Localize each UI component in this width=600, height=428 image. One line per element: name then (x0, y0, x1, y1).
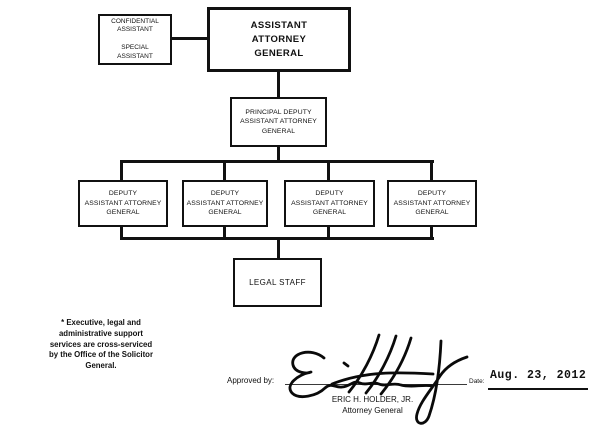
date-value: Aug. 23, 2012 (490, 369, 587, 382)
connector-stub-deputy-4-bottom (430, 226, 433, 240)
connector-principal-to-bus (277, 146, 280, 163)
connector-stub-deputy-3-bottom (327, 226, 330, 240)
signatory-name: ERIC H. HOLDER, JR. (331, 395, 414, 404)
org-box-assistant-attorney-general: ASSISTANT ATTORNEY GENERAL (207, 7, 351, 72)
org-box-label: DEPUTY ASSISTANT ATTORNEY GENERAL (393, 190, 471, 217)
date-label: Date: (469, 378, 485, 385)
connector-aag-to-principal (277, 71, 280, 97)
org-box-confidential-special-assistant: CONFIDENTIAL ASSISTANT SPECIAL ASSISTANT (98, 14, 172, 65)
connector-bottom-bus (120, 237, 434, 240)
footnote: * Executive, legal and administrative su… (49, 318, 153, 371)
org-box-label: DEPUTY ASSISTANT ATTORNEY GENERAL (291, 190, 368, 217)
connector-stub-deputy-1-top (120, 161, 123, 181)
signatory-title: Attorney General (342, 406, 403, 415)
connector-stub-deputy-2-bottom (223, 226, 226, 240)
org-box-deputy-aag-2: DEPUTY ASSISTANT ATTORNEY GENERAL (182, 180, 268, 227)
org-box-deputy-aag-1: DEPUTY ASSISTANT ATTORNEY GENERAL (78, 180, 168, 227)
connector-assistant-to-aag (172, 37, 207, 40)
connector-top-bus (120, 160, 434, 163)
org-box-label: ASSISTANT ATTORNEY GENERAL (250, 19, 308, 59)
org-box-label: DEPUTY ASSISTANT ATTORNEY GENERAL (186, 190, 264, 217)
org-box-principal-deputy-aag: PRINCIPAL DEPUTY ASSISTANT ATTORNEY GENE… (230, 97, 327, 147)
connector-stub-deputy-3-top (327, 161, 330, 181)
org-box-deputy-aag-3: DEPUTY ASSISTANT ATTORNEY GENERAL (284, 180, 375, 227)
approved-by-label: Approved by: (227, 376, 275, 385)
org-box-label: CONFIDENTIAL ASSISTANT SPECIAL ASSISTANT (111, 17, 159, 60)
org-box-deputy-aag-4: DEPUTY ASSISTANT ATTORNEY GENERAL (387, 180, 477, 227)
connector-bus-to-legal-staff (277, 239, 280, 258)
connector-stub-deputy-2-top (223, 161, 226, 181)
connector-stub-deputy-4-top (430, 161, 433, 181)
org-box-label: DEPUTY ASSISTANT ATTORNEY GENERAL (84, 190, 162, 217)
date-underline (488, 388, 588, 390)
org-box-label: PRINCIPAL DEPUTY ASSISTANT ATTORNEY GENE… (240, 108, 317, 135)
org-box-legal-staff: LEGAL STAFF (233, 258, 322, 307)
org-box-label: LEGAL STAFF (249, 278, 306, 287)
holder-signature (288, 333, 469, 425)
connector-stub-deputy-1-bottom (120, 226, 123, 240)
